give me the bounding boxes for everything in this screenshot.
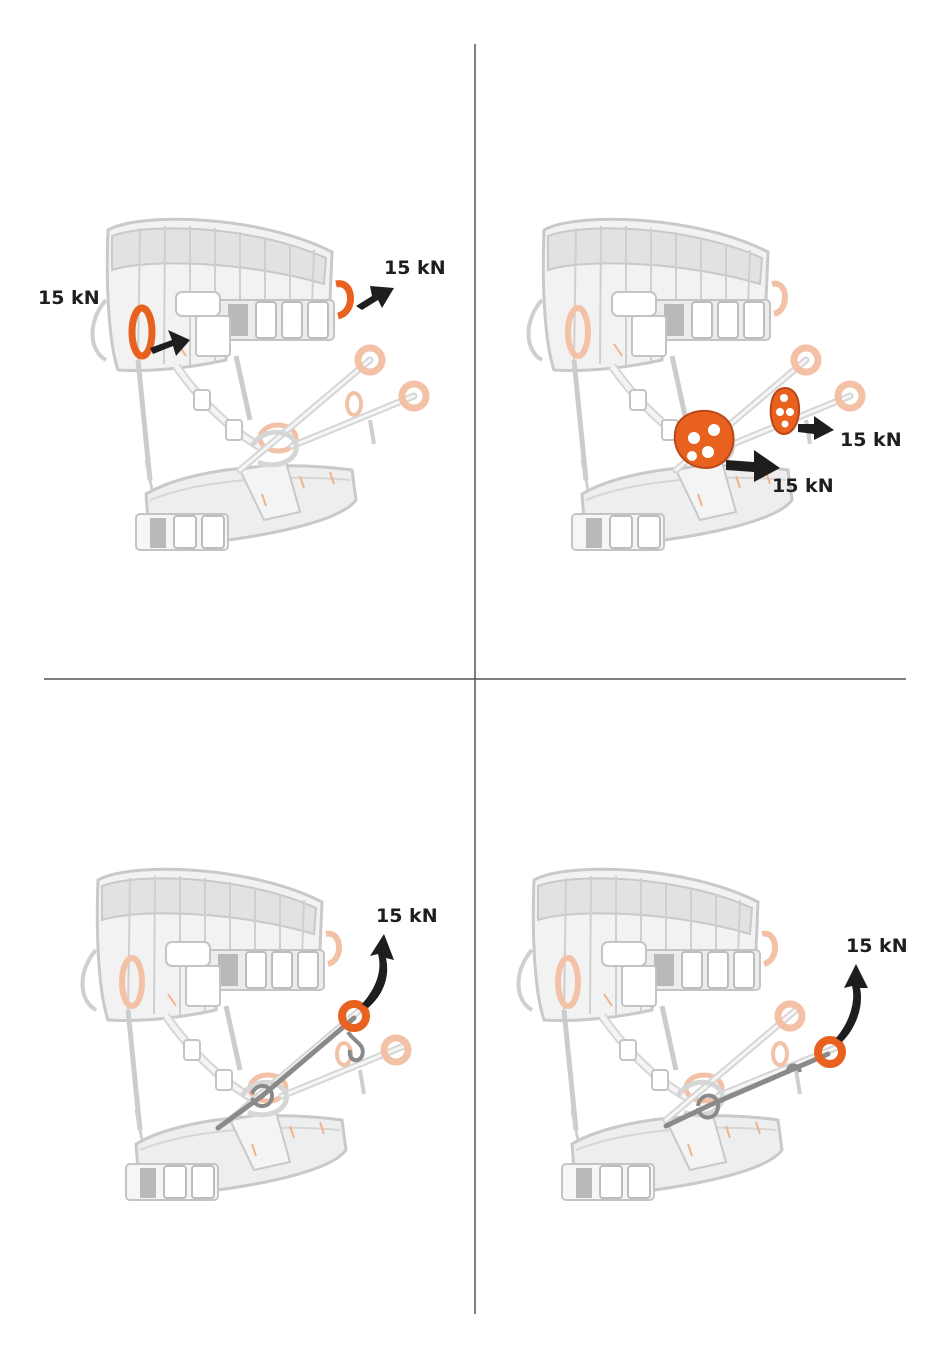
force-label-up: 15 kN xyxy=(846,935,908,957)
force-arrow-right-icon xyxy=(356,286,394,310)
force-label-small: 15 kN xyxy=(840,429,902,451)
force-arrow-up-icon xyxy=(362,934,394,1008)
panel-ventral-bridge-ring: 15 kN xyxy=(519,869,908,1200)
harness-illustration xyxy=(529,219,851,550)
force-label-right: 15 kN xyxy=(384,257,446,279)
harness-illustration xyxy=(93,219,415,550)
rope-icon xyxy=(666,1054,828,1126)
force-label-large: 15 kN xyxy=(772,475,834,497)
force-label-left: 15 kN xyxy=(38,287,100,309)
harness-illustration xyxy=(519,869,841,1200)
small-rigging-plate-icon xyxy=(771,388,799,434)
force-arrow-small-icon xyxy=(798,416,834,440)
large-rigging-plate-icon xyxy=(675,411,734,468)
panel-leg-loop-bridge-ring: 15 kN xyxy=(83,869,438,1200)
force-label-up: 15 kN xyxy=(376,905,438,927)
force-arrow-up-icon xyxy=(836,964,868,1042)
harness-illustration xyxy=(83,869,405,1200)
panel-rigging-plates: 15 kN 15 kN xyxy=(529,219,902,550)
right-ring-icon xyxy=(336,284,351,316)
panel-ventral-rings: 15 kN 15 kN xyxy=(38,219,446,550)
